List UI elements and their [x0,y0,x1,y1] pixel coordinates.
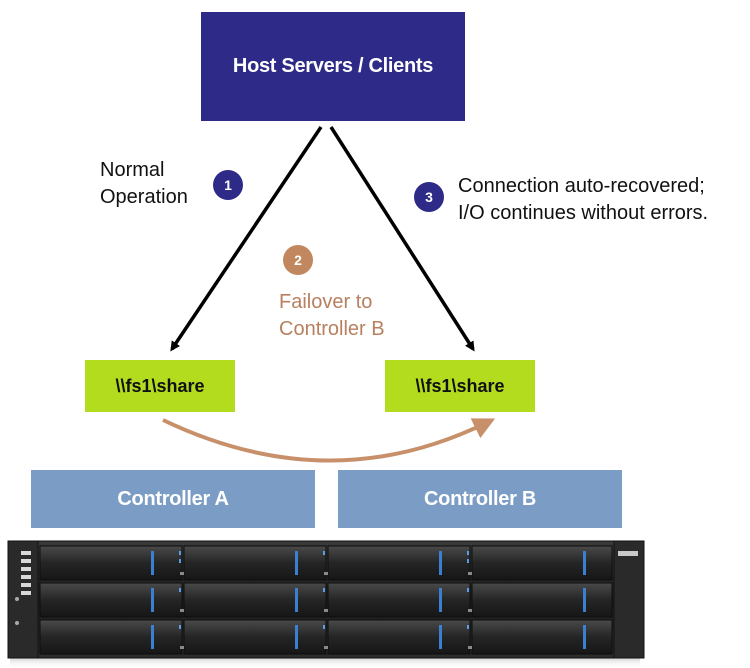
step-2-badge: 2 [283,245,313,275]
share-box-right: \\fs1\share [385,360,535,412]
controller-a-label: Controller A [117,487,229,510]
share-left-label: \\fs1\share [115,375,205,396]
host-servers-box: Host Servers / Clients [201,12,465,121]
storage-chassis-image [7,540,645,668]
controller-b-label: Controller B [424,487,536,510]
step-1-line-1: Normal [100,159,165,181]
step-1-badge: 1 [213,170,243,200]
controller-b-box: Controller B [338,470,622,528]
step-1-text: Normal Operation [100,157,188,211]
arrow-to-right-share [329,126,475,352]
step-2-text: Failover to Controller B [279,289,385,343]
controller-a-box: Controller A [31,470,315,528]
step-2-line-2: Controller B [279,318,385,340]
share-right-label: \\fs1\share [415,375,505,396]
step-3-line-2: I/O continues without errors. [458,202,709,224]
step-3-number: 3 [425,189,433,205]
step-1-number: 1 [224,177,232,193]
share-box-left: \\fs1\share [85,360,235,412]
step-3-badge: 3 [414,182,444,212]
step-3-line-1: Connection auto-recovered; [458,175,705,197]
step-2-number: 2 [294,252,302,268]
host-servers-label: Host Servers / Clients [232,55,434,77]
arrow-to-left-share [170,126,323,352]
step-2-line-1: Failover to [279,291,373,313]
step-3-text: Connection auto-recovered; I/O continues… [458,173,708,227]
failover-arrow [162,418,496,463]
step-1-line-2: Operation [100,186,188,208]
